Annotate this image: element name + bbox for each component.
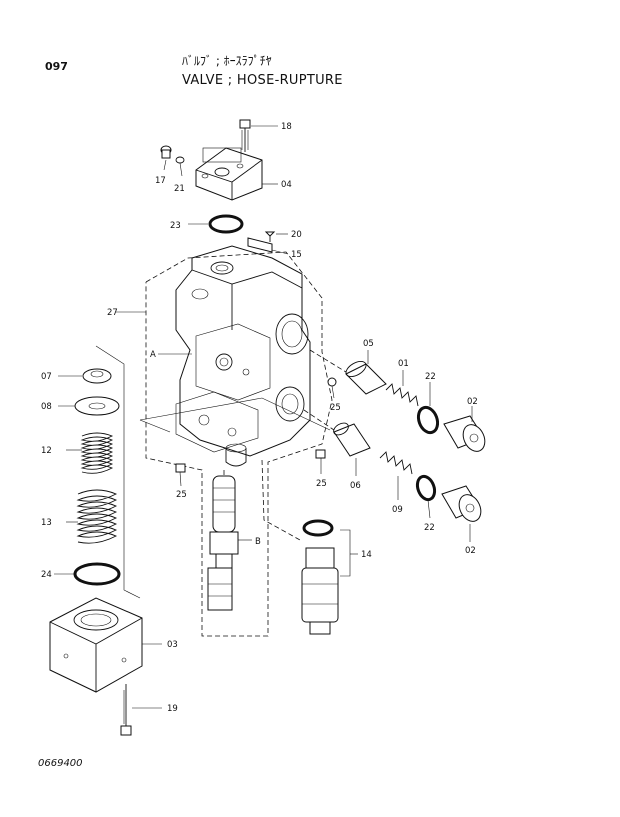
part-19-bolt bbox=[120, 684, 162, 736]
label-20: 20 bbox=[291, 230, 302, 240]
part-05-sleeve bbox=[345, 350, 387, 395]
label-02-lower: 02 bbox=[465, 546, 476, 556]
part-02-plug-lower bbox=[441, 485, 482, 542]
part-25-plug-left bbox=[175, 463, 186, 487]
part-07-spring-seat bbox=[58, 368, 112, 384]
label-25-right-upper: 25 bbox=[330, 403, 341, 413]
label-19: 19 bbox=[167, 704, 178, 714]
label-17: 17 bbox=[155, 176, 166, 186]
part-08-washer bbox=[58, 396, 120, 416]
label-01: 01 bbox=[398, 359, 409, 369]
part-12-inner-spring bbox=[66, 432, 114, 474]
part-09-spring bbox=[379, 451, 413, 500]
label-13: 13 bbox=[41, 518, 52, 528]
part-02-plug-upper bbox=[443, 406, 486, 452]
title-english: VALVE ; HOSE-RUPTURE bbox=[182, 73, 343, 88]
label-24: 24 bbox=[41, 570, 52, 580]
part-15-name-plate bbox=[247, 237, 289, 255]
label-25-left: 25 bbox=[176, 490, 187, 500]
page-number: 097 bbox=[45, 60, 68, 73]
label-21: 21 bbox=[174, 184, 185, 194]
part-24-o-ring bbox=[54, 562, 121, 586]
label-18: 18 bbox=[281, 122, 292, 132]
label-12: 12 bbox=[41, 446, 52, 456]
part-13-outer-spring bbox=[66, 489, 118, 544]
label-09: 09 bbox=[392, 505, 403, 515]
label-08: 08 bbox=[41, 402, 52, 412]
part-18-bolt bbox=[239, 119, 278, 152]
title-japanese: ﾊﾞﾙﾌﾞ ; ﾎｰｽﾗﾌﾟﾁﾔ bbox=[182, 54, 272, 68]
label-25-right-lower: 25 bbox=[316, 479, 327, 489]
label-15: 15 bbox=[291, 250, 302, 260]
part-14-relief-valve bbox=[301, 519, 358, 635]
part-04-flange-block bbox=[195, 147, 278, 201]
part-22-o-ring-upper bbox=[416, 382, 440, 435]
part-03-cover-block bbox=[49, 597, 162, 693]
part-22-o-ring-lower bbox=[415, 474, 437, 519]
dashed-connectors bbox=[223, 349, 347, 541]
label-04: 04 bbox=[281, 180, 292, 190]
part-21-o-ring bbox=[175, 156, 185, 177]
part-06-sleeve bbox=[333, 422, 371, 476]
label-07: 07 bbox=[41, 372, 52, 382]
label-B: B bbox=[255, 537, 261, 547]
valve-body-A bbox=[175, 245, 311, 467]
part-25-plug-right-lower bbox=[315, 449, 326, 474]
part-20-screw bbox=[264, 231, 288, 242]
label-A: A bbox=[150, 350, 156, 360]
label-23: 23 bbox=[170, 221, 181, 231]
label-27: 27 bbox=[107, 308, 118, 318]
label-14: 14 bbox=[361, 550, 372, 560]
assembly-outline-27 bbox=[116, 251, 333, 637]
drawing-number: 0669400 bbox=[38, 758, 83, 769]
callout-labels: 18 17 21 04 23 20 15 27 A 07 08 12 13 24… bbox=[41, 122, 478, 714]
label-02-upper: 02 bbox=[467, 397, 478, 407]
part-25-plug-right-upper bbox=[327, 377, 337, 399]
spool-B bbox=[207, 475, 252, 611]
label-06: 06 bbox=[350, 481, 361, 491]
part-17-plug bbox=[160, 145, 172, 171]
part-01-spring bbox=[385, 370, 419, 407]
part-23-o-ring bbox=[188, 214, 244, 234]
label-05: 05 bbox=[363, 339, 374, 349]
label-03: 03 bbox=[167, 640, 178, 650]
leader-stack bbox=[95, 345, 141, 599]
label-22-lower: 22 bbox=[424, 523, 435, 533]
label-22-upper: 22 bbox=[425, 372, 436, 382]
